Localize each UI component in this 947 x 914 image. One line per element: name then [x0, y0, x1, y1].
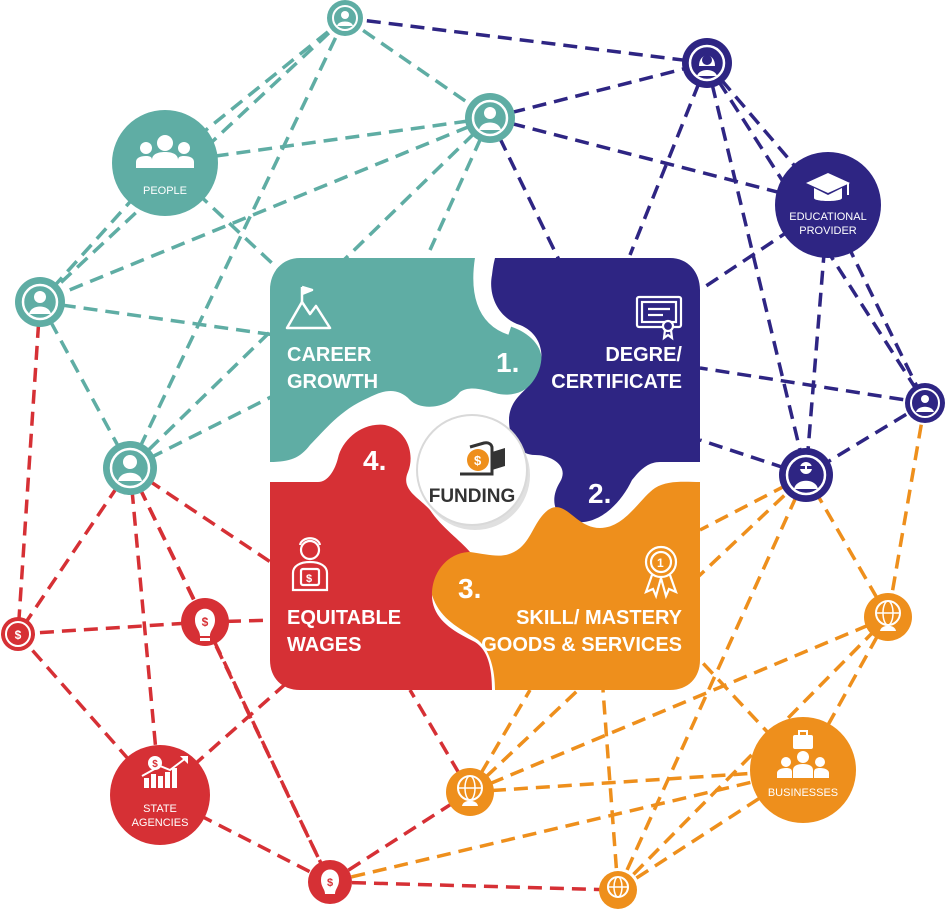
- money-bulb-node: $: [1, 617, 35, 651]
- worker-money-icon: $: [291, 537, 329, 592]
- support-agent-node: [905, 383, 945, 423]
- funding-center: $ FUNDING: [416, 414, 530, 530]
- career-growth-label-line1: CAREER: [287, 344, 372, 366]
- state-agencies-label-line2: AGENCIES: [132, 817, 189, 829]
- professor-node: [779, 448, 833, 502]
- svg-text:$: $: [474, 453, 482, 468]
- puzzle-piece-degree: [491, 258, 700, 523]
- svg-text:$: $: [15, 628, 22, 642]
- puzzle: [270, 257, 700, 690]
- puzzle-piece-career-growth: [270, 258, 542, 462]
- growth-chart-icon: $: [141, 756, 188, 788]
- piece-number-1: 1.: [496, 347, 519, 378]
- business-team-icon: [777, 730, 829, 778]
- woman-node: [682, 38, 732, 88]
- funding-label: FUNDING: [429, 486, 516, 507]
- skill-label-line2: GOODS & SERVICES: [481, 634, 682, 656]
- svg-text:$: $: [152, 759, 158, 770]
- wages-label-line1: EQUITABLE: [287, 607, 401, 629]
- group-people-icon: [136, 135, 194, 168]
- person-node: [465, 93, 515, 143]
- businesses-label: BUSINESSES: [768, 787, 838, 799]
- businesses-node: BUSINESSES: [750, 717, 856, 823]
- person-node: [103, 441, 157, 495]
- hand-coin-icon: $: [460, 441, 505, 476]
- career-growth-label-line2: GROWTH: [287, 371, 378, 393]
- piece-number-4: 4.: [363, 445, 386, 476]
- svg-text:1: 1: [657, 556, 664, 570]
- educational-provider-label-line1: EDUCATIONAL: [789, 211, 866, 223]
- svg-text:$: $: [306, 573, 312, 585]
- puzzle-piece-skill: [430, 481, 700, 690]
- people-node: PEOPLE: [112, 110, 218, 216]
- certificate-icon: [635, 295, 683, 341]
- red-connections: [16, 301, 619, 892]
- money-bulb-node: $: [308, 860, 352, 904]
- person-node: [15, 277, 65, 327]
- degree-label-line1: DEGRE/: [605, 344, 682, 366]
- svg-text:$: $: [202, 615, 209, 629]
- person-node: [327, 0, 363, 36]
- wages-label-line2: WAGES: [287, 634, 361, 656]
- piece-number-3: 3.: [458, 573, 481, 604]
- graduation-cap-icon: [806, 173, 850, 201]
- money-bulb-node: $: [181, 598, 229, 646]
- award-ribbon-icon: 1: [644, 545, 678, 600]
- global-person-node: [864, 593, 912, 641]
- piece-number-2: 2.: [588, 478, 611, 509]
- svg-text:$: $: [327, 877, 333, 889]
- mountain-flag-icon: [285, 285, 332, 330]
- degree-label-line2: CERTIFICATE: [551, 371, 682, 393]
- educational-provider-label-line2: PROVIDER: [799, 225, 857, 237]
- global-person-node: [446, 768, 494, 816]
- puzzle-piece-wages: [270, 424, 492, 690]
- educational-provider-node: EDUCATIONAL PROVIDER: [775, 152, 881, 258]
- state-agencies-node: $ STATE AGENCIES: [110, 745, 210, 845]
- global-person-node: [599, 871, 637, 909]
- people-label: PEOPLE: [143, 185, 187, 197]
- skill-label-line1: SKILL/ MASTERY: [516, 607, 683, 629]
- state-agencies-label-line1: STATE: [143, 803, 177, 815]
